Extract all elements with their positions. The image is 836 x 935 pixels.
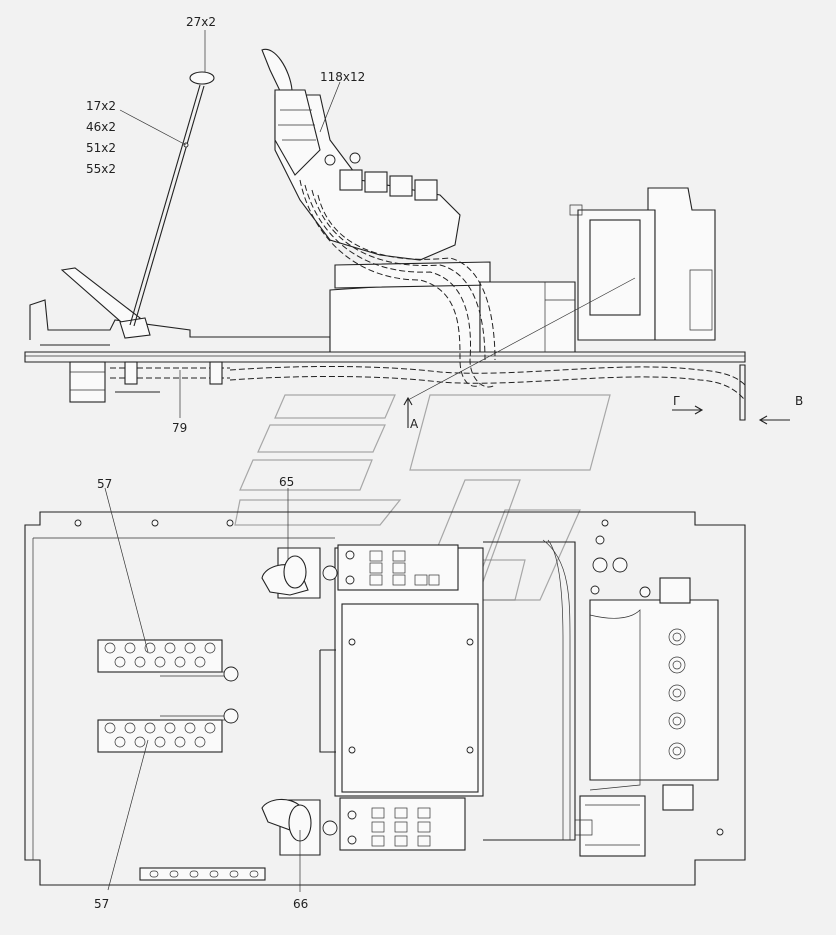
view-marker-v: В: [795, 394, 803, 408]
label-qty-55: 55x2: [86, 162, 116, 176]
label-qty-17: 17x2: [86, 99, 116, 113]
label-qty-27: 27x2: [186, 15, 216, 29]
label-qty-46: 46x2: [86, 120, 116, 134]
side-view: [24, 30, 790, 428]
label-item-66: 66: [293, 897, 308, 911]
label-qty-118: 118x12: [320, 70, 365, 84]
label-item-57-top: 57: [97, 477, 112, 491]
label-item-57-bottom: 57: [94, 897, 109, 911]
label-item-65: 65: [279, 475, 294, 489]
view-marker-g: Г: [673, 394, 680, 408]
label-item-79: 79: [172, 421, 187, 435]
callout-labels: 27x2 17x2 46x2 51x2 55x2 118x12 79 57 65…: [86, 15, 803, 911]
label-qty-51: 51x2: [86, 141, 116, 155]
view-marker-a: А: [410, 417, 419, 431]
plan-view: [24, 487, 746, 892]
